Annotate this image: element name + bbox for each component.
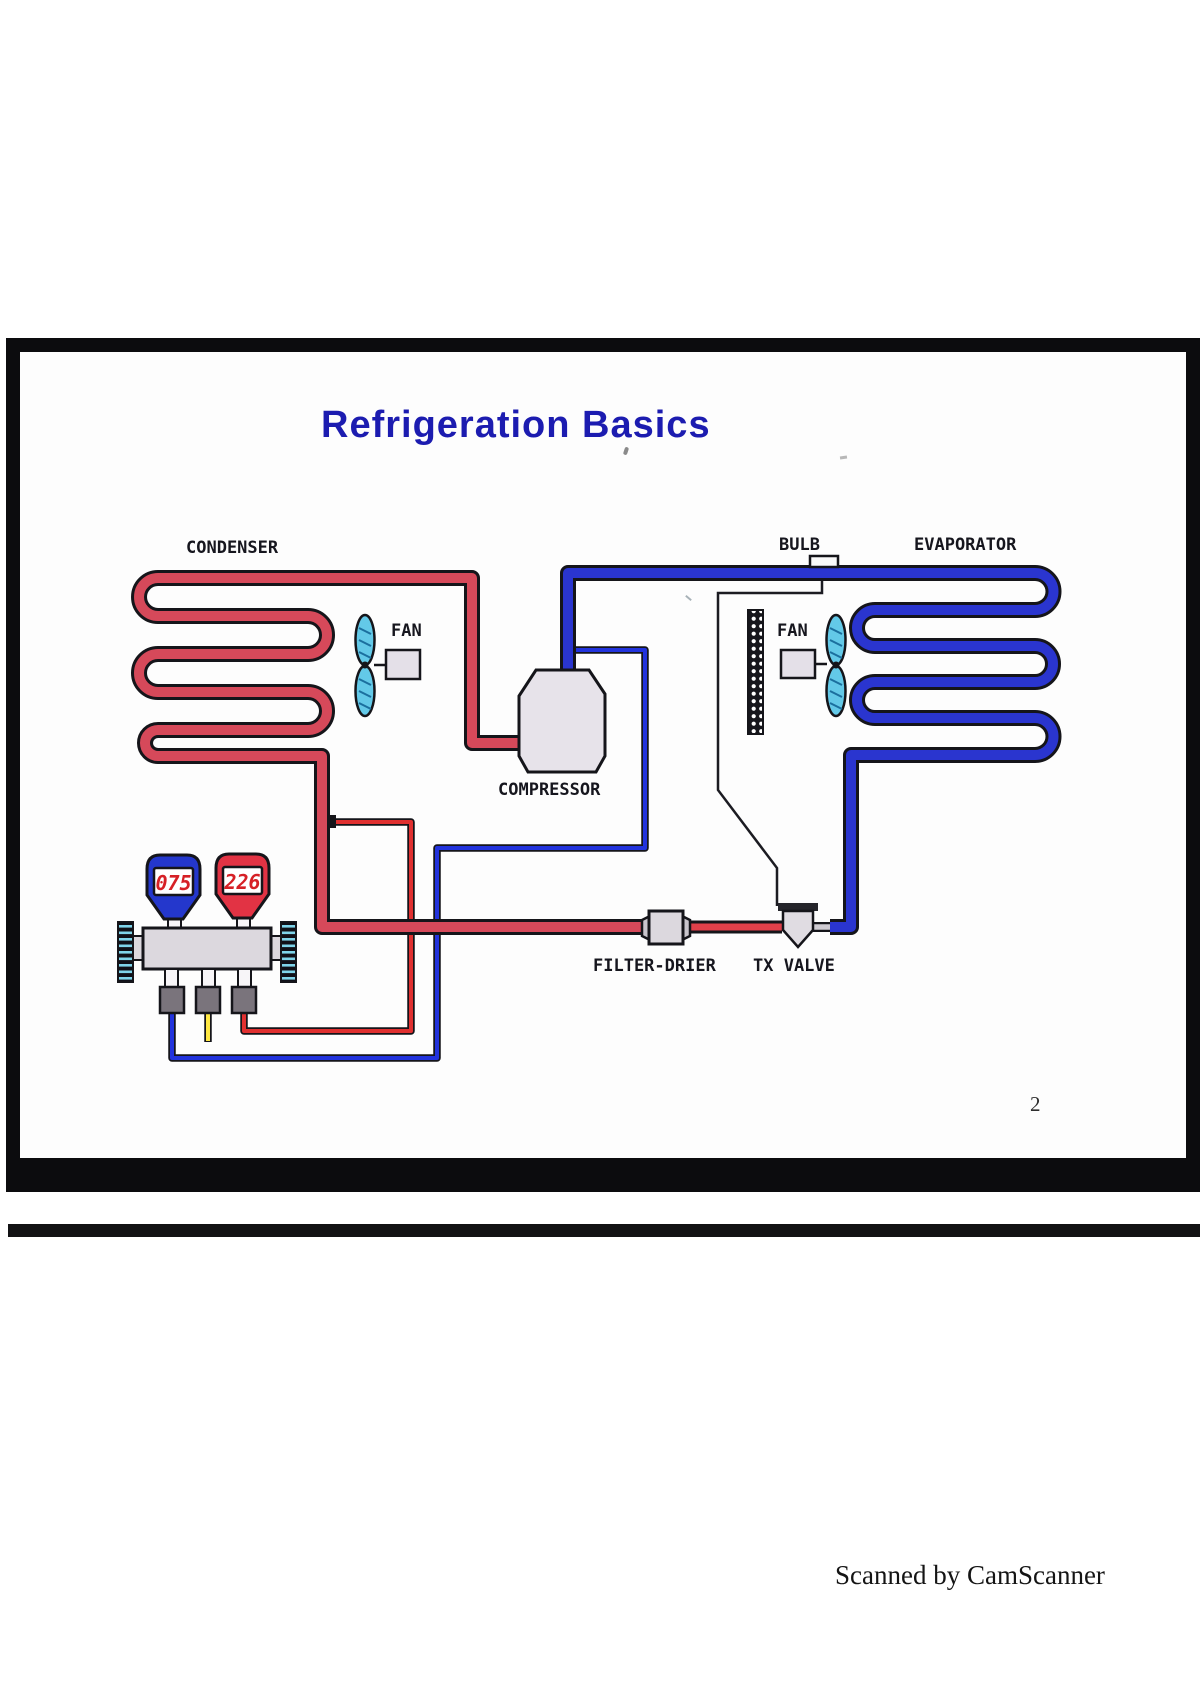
high-side-gauge [214, 852, 271, 920]
hose-fitting [158, 985, 186, 1015]
filter-drier-label: FILTER-DRIER [593, 956, 716, 976]
page-title: Refrigeration Basics [321, 404, 711, 446]
tx-sensing-bulb [808, 554, 840, 569]
manifold-knob-left [117, 921, 134, 983]
camscanner-watermark: Scanned by CamScanner [835, 1560, 1105, 1590]
gauge-manifold [117, 852, 297, 1015]
high-side-hose [242, 820, 413, 1033]
high-side-gauge-value: 226 [224, 870, 261, 894]
scan-edge-strip [8, 1224, 1200, 1237]
air-filter-strip [747, 609, 764, 735]
filter-drier [640, 909, 692, 946]
fan-motor-box [384, 648, 422, 681]
fan-blade [825, 664, 847, 718]
fan-blade [354, 613, 376, 667]
low-side-gauge-value: 075 [155, 871, 192, 895]
bulb-label: BULB [779, 535, 820, 555]
hose-fitting [230, 985, 258, 1015]
compressor-label: COMPRESSOR [498, 780, 601, 800]
manifold-knob-right [280, 921, 297, 983]
fan-label-right: FAN [777, 621, 808, 641]
evaporator-label: EVAPORATOR [914, 535, 1017, 555]
condenser-fan [354, 613, 422, 718]
low-side-hose [170, 648, 647, 1060]
tx-valve-label: TX VALVE [753, 956, 835, 976]
hose-fitting [194, 985, 222, 1015]
evaporator-coil [560, 565, 1062, 935]
page-number: 2 [1030, 1092, 1041, 1116]
fan-blade [354, 664, 376, 718]
condenser-coil [131, 570, 648, 935]
tx-valve [778, 903, 818, 949]
condenser-label: CONDENSER [186, 538, 279, 558]
low-side-gauge [145, 853, 202, 921]
gauge-hoses [168, 646, 649, 1062]
bulb-capillary-line [716, 580, 824, 906]
liquid-line-tap [326, 815, 336, 828]
fan-blade [825, 613, 847, 667]
fan-motor-box [779, 648, 817, 680]
manifold-body [141, 926, 273, 971]
fan-label-left: FAN [391, 621, 422, 641]
evaporator-fan [747, 609, 847, 735]
compressor-tank [517, 668, 607, 774]
